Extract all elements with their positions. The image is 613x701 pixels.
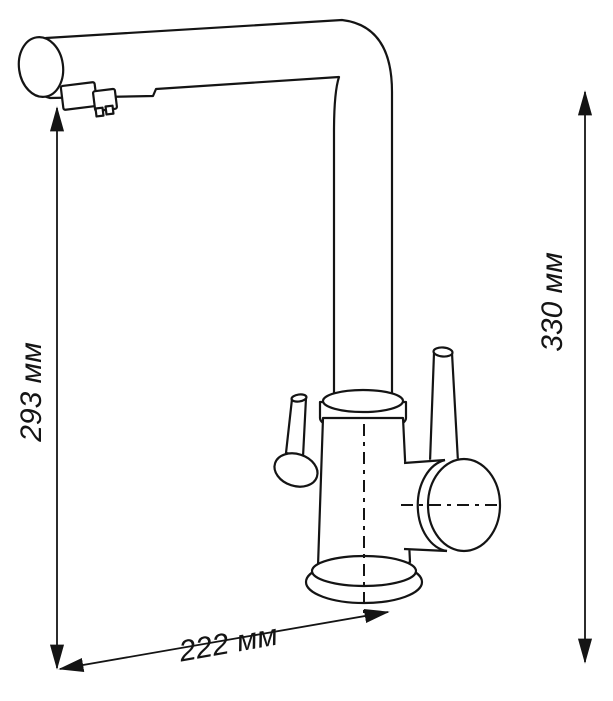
spout-group <box>17 18 394 412</box>
aerator-tip-right <box>104 104 115 116</box>
dimension-right: 330 мм <box>536 90 593 664</box>
dimension-left: 293 мм <box>15 106 65 670</box>
right-handle-head <box>401 457 502 553</box>
dimension-bottom-line <box>58 609 390 672</box>
spout-outline <box>29 18 394 412</box>
dimension-label-right: 330 мм <box>536 252 569 352</box>
aerator <box>59 81 119 118</box>
dimensions: 293 мм 330 мм 222 мм <box>15 90 593 672</box>
aerator-block-large <box>59 81 99 111</box>
right-handle-neck-top <box>403 458 446 465</box>
right-handle-head-fill <box>404 458 501 552</box>
left-handle-stem <box>284 396 308 459</box>
right-handle-face <box>426 457 502 553</box>
right-handle-stem <box>428 351 460 464</box>
left-handle-cap <box>290 393 308 403</box>
dimension-label-left: 293 мм <box>15 342 48 443</box>
right-handle-neck-bottom <box>403 547 448 553</box>
faucet-line-art <box>17 18 502 613</box>
left-handle-hub <box>273 452 319 488</box>
spout-end-cap <box>17 36 65 98</box>
aerator-tip-left <box>94 106 105 118</box>
dimension-label-bottom: 222 мм <box>175 619 280 669</box>
right-handle-left-rim <box>416 458 448 553</box>
right-handle-cap <box>432 346 454 358</box>
dimension-bottom: 222 мм <box>58 609 390 672</box>
left-handle <box>284 393 308 459</box>
right-handle-stem-group <box>428 346 460 464</box>
collar-upper <box>321 388 405 414</box>
